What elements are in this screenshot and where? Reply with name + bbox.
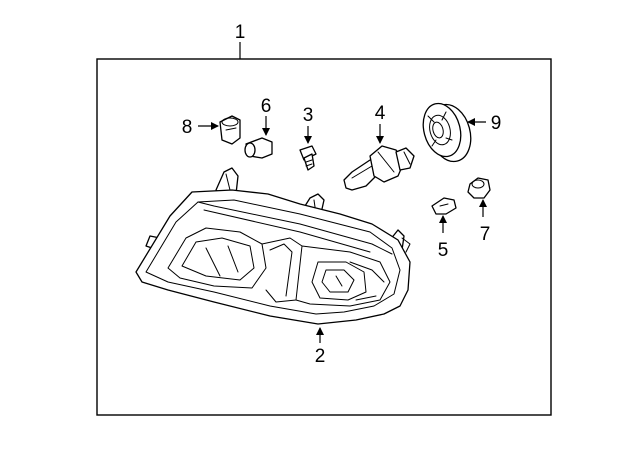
callout-1: 1	[235, 22, 246, 43]
callout-2: 2	[315, 346, 326, 367]
callout-9: 9	[491, 113, 502, 134]
bulb-cover-drawing	[422, 102, 472, 163]
parking-bulb-drawing	[244, 137, 273, 159]
headlamp-bulb-drawing	[343, 145, 415, 191]
side-marker-socket-drawing	[467, 177, 491, 199]
screw-drawing	[299, 145, 317, 171]
callout-4: 4	[375, 103, 386, 124]
parking-socket-drawing	[219, 115, 241, 145]
callout-3: 3	[303, 105, 314, 126]
callout-5: 5	[438, 240, 449, 261]
assembly-frame	[96, 58, 552, 416]
headlamp-assembly-drawing	[135, 167, 411, 325]
callout-8: 8	[182, 117, 193, 138]
side-marker-bulb-drawing	[431, 197, 457, 215]
callout-7: 7	[480, 224, 491, 245]
callout-6: 6	[261, 96, 272, 117]
